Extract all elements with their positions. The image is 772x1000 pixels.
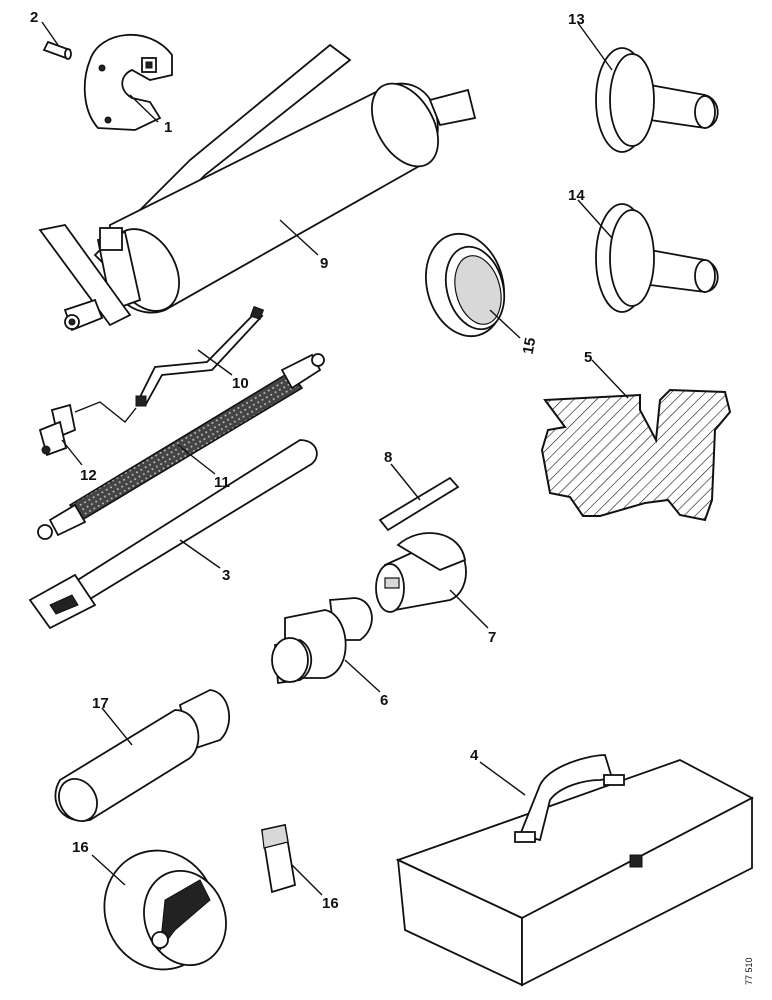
callout-3: 3 — [222, 567, 230, 584]
part-1-c-spanner — [83, 33, 173, 131]
part-8-key — [378, 476, 460, 532]
part-5-block-section — [540, 388, 732, 522]
part-14-adaptor — [595, 203, 719, 313]
callout-13: 13 — [568, 11, 585, 28]
part-3-long-spanner — [28, 439, 318, 630]
callout-5: 5 — [584, 349, 592, 366]
part-10-bent-tube — [135, 305, 265, 407]
callout-11: 11 — [214, 474, 230, 491]
part-17-cylinder-tool — [54, 689, 230, 822]
callout-labels: 1 2 3 4 5 6 7 8 9 10 11 12 13 14 15 16 1… — [30, 9, 592, 912]
part-7-collet — [375, 532, 467, 613]
callout-17: 17 — [92, 695, 109, 712]
part-11-flexible-hose — [37, 353, 325, 540]
part-13-adaptor — [595, 47, 719, 153]
part-2-pin — [42, 40, 72, 60]
callout-12: 12 — [80, 467, 97, 484]
callout-16-puller: 16 — [72, 839, 89, 856]
callout-6: 6 — [380, 692, 388, 709]
callout-8: 8 — [384, 449, 392, 466]
callout-9: 9 — [320, 255, 328, 272]
part-15-ring — [425, 232, 506, 338]
part-9-grease-gun — [38, 43, 477, 332]
callout-7: 7 — [488, 629, 496, 646]
part-16-small-block — [260, 823, 297, 894]
callout-1: 1 — [164, 119, 172, 136]
part-12-connector — [38, 401, 137, 457]
callout-10: 10 — [232, 375, 249, 392]
callout-14: 14 — [568, 187, 585, 204]
part-6-stepped-drift — [271, 597, 373, 685]
callout-16-small-block: 16 — [322, 895, 339, 912]
figure-reference: 77 510 — [744, 957, 754, 985]
callout-15: 15 — [520, 336, 540, 355]
callout-4: 4 — [470, 747, 479, 764]
part-16-puller — [103, 849, 227, 971]
part-4-tool-box — [395, 754, 754, 987]
leader-lines — [41, 21, 629, 896]
callout-2: 2 — [30, 9, 38, 26]
